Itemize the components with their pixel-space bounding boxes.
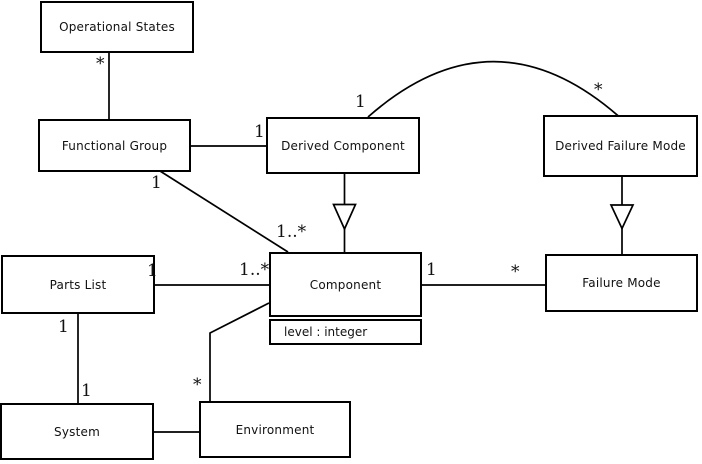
class-name-environment: Environment (235, 422, 315, 437)
class-name-parts-list: Parts List (49, 277, 107, 292)
multiplicity-environment-top-end: * (193, 375, 202, 395)
class-box-derived-failure-mode: Derived Failure Mode (543, 115, 698, 177)
class-name-system: System (54, 424, 100, 439)
class-box-operational-states: Operational States (40, 1, 194, 53)
multiplicity-parts-list-right-end: 1 (147, 261, 158, 281)
multiplicity-arc-derived-failure-mode-end: * (594, 80, 603, 100)
generalization-triangle-derived-component (332, 203, 357, 232)
multiplicity-operational-states-end: * (96, 54, 105, 74)
class-box-failure-mode: Failure Mode (545, 254, 698, 312)
class-attribute-compartment-component: level : integer (269, 319, 422, 345)
multiplicity-parts-list-component-dst: 1..* (239, 260, 270, 280)
class-name-component: Component (309, 277, 382, 292)
class-box-environment: Environment (199, 401, 351, 458)
attribute-level-integer: level : integer (284, 325, 368, 339)
multiplicity-functional-group-component-src: 1 (151, 173, 162, 193)
multiplicity-parts-list-bottom-end: 1 (58, 317, 69, 337)
edge-arc-derived-component-derived-failure-mode (367, 60, 619, 118)
generalization-triangle-derived-failure-mode (609, 204, 635, 231)
class-name-derived-component: Derived Component (281, 138, 405, 153)
edge-environment-component (209, 302, 270, 401)
multiplicity-component-failure-mode-dst: * (511, 262, 520, 282)
class-name-derived-failure-mode: Derived Failure Mode (555, 139, 686, 153)
multiplicity-functional-group-component-dst: 1..* (276, 222, 307, 242)
class-box-component: Component (269, 252, 422, 317)
edge-functional-group-component (159, 170, 289, 253)
class-box-derived-component: Derived Component (266, 117, 420, 174)
multiplicity-component-failure-mode-src: 1 (426, 260, 437, 280)
class-name-failure-mode: Failure Mode (582, 276, 661, 290)
class-box-system: System (0, 403, 154, 460)
class-box-functional-group: Functional Group (38, 119, 191, 172)
class-name-functional-group: Functional Group (61, 138, 168, 153)
class-box-parts-list: Parts List (1, 255, 155, 314)
multiplicity-derived-component-left-end: 1 (254, 122, 265, 142)
multiplicity-arc-derived-component-end: 1 (355, 92, 366, 112)
class-name-operational-states: Operational States (59, 20, 175, 34)
multiplicity-system-top-end: 1 (81, 381, 92, 401)
